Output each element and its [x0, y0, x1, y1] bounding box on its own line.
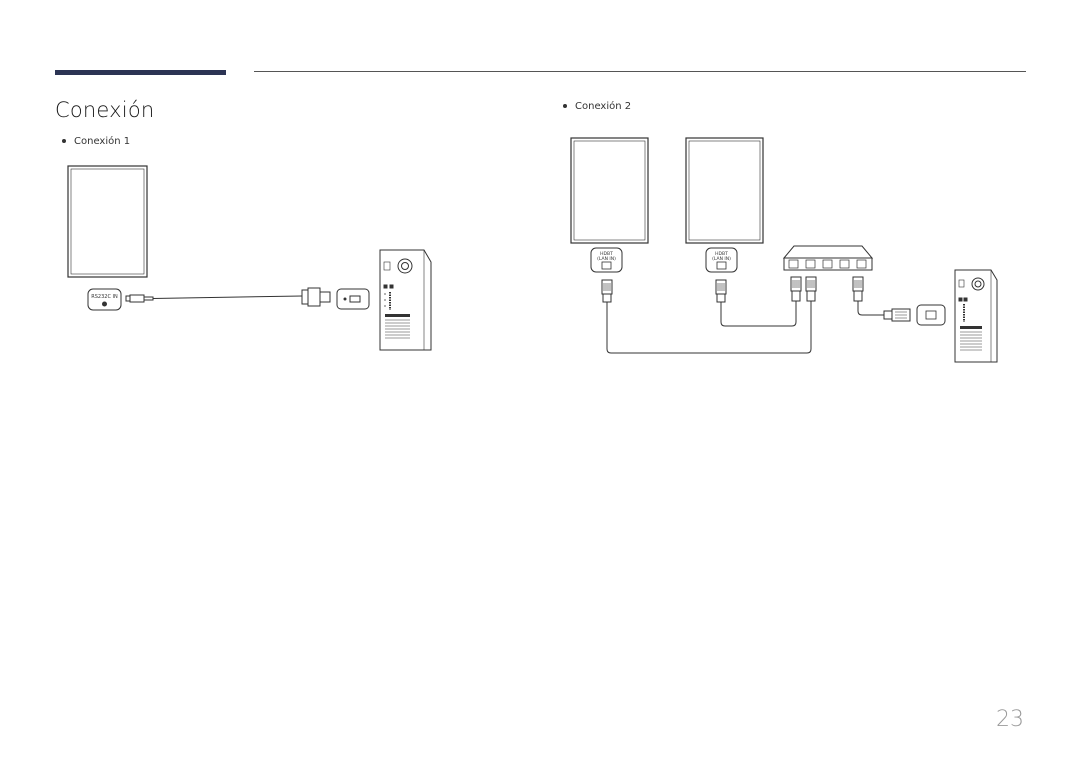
hdbt-port-sublabel: (LAN IN): [712, 256, 731, 262]
lan-cable: [857, 301, 884, 316]
hdbt-port-label: HDBT: [600, 251, 613, 257]
stereo-plug-boot: [143, 296, 154, 301]
hdbt-port-icon: [590, 247, 623, 273]
lan-jack-icon: [601, 261, 612, 270]
pc-lan-port-icon: [916, 304, 946, 326]
pc-tower-icon: [379, 249, 432, 351]
header-accent-bar: [55, 70, 226, 75]
diagram-connection-2: HDBT (LAN IN) HDBT (LAN IN): [570, 137, 998, 363]
rj45-plug-icon: [790, 276, 802, 302]
serial-port-face: [349, 295, 361, 303]
hdbt-port-label: HDBT: [715, 251, 728, 257]
rs232-cable: [152, 295, 303, 299]
stereo-plug-icon: [129, 294, 145, 303]
rj45-plug-icon: [852, 276, 864, 302]
page-number: 23: [996, 707, 1024, 732]
bullet-connection-2: Conexión 2: [563, 101, 631, 112]
display-icon: [67, 165, 148, 278]
display-screen: [573, 140, 646, 241]
rj45-plug-icon: [715, 279, 727, 303]
lan-cable: [606, 301, 812, 354]
rj45-plug-icon: [883, 308, 911, 322]
dsub-shell: [307, 287, 321, 307]
rj45-plug-icon: [601, 279, 613, 303]
header-rule: [254, 71, 1026, 72]
lan-cable: [720, 301, 797, 327]
network-switch-icon: [782, 245, 874, 271]
connection-2-label: Conexión 2: [575, 101, 632, 112]
port-screw: [343, 297, 347, 301]
lan-jack-icon: [925, 310, 937, 320]
bullet-connection-1: Conexión 1: [62, 136, 130, 147]
bullet-dot-icon: [563, 104, 567, 108]
hdbt-port-icon: [705, 247, 738, 273]
lan-jack-icon: [716, 261, 727, 270]
page-title: Conexión: [55, 98, 155, 122]
rs232c-jack-icon: [102, 301, 107, 307]
rj45-plug-icon: [805, 276, 817, 302]
pc-tower-icon: [954, 269, 998, 363]
display-icon: [570, 137, 649, 244]
display-screen: [688, 140, 761, 241]
pc-serial-port-icon: [336, 288, 370, 310]
connection-1-label: Conexión 1: [74, 136, 131, 147]
rs232c-port-icon: [87, 288, 122, 311]
display-screen: [70, 168, 145, 275]
stereo-plug-tip: [125, 295, 131, 302]
bullet-dot-icon: [62, 139, 66, 143]
dsub-face: [319, 291, 331, 303]
dsub-plug-icon: [301, 289, 309, 305]
display-icon: [685, 137, 764, 244]
hdbt-port-sublabel: (LAN IN): [597, 256, 616, 262]
rs232c-port-label: RS232C IN: [91, 294, 118, 300]
diagram-connection-1: RS232C IN: [67, 165, 432, 351]
